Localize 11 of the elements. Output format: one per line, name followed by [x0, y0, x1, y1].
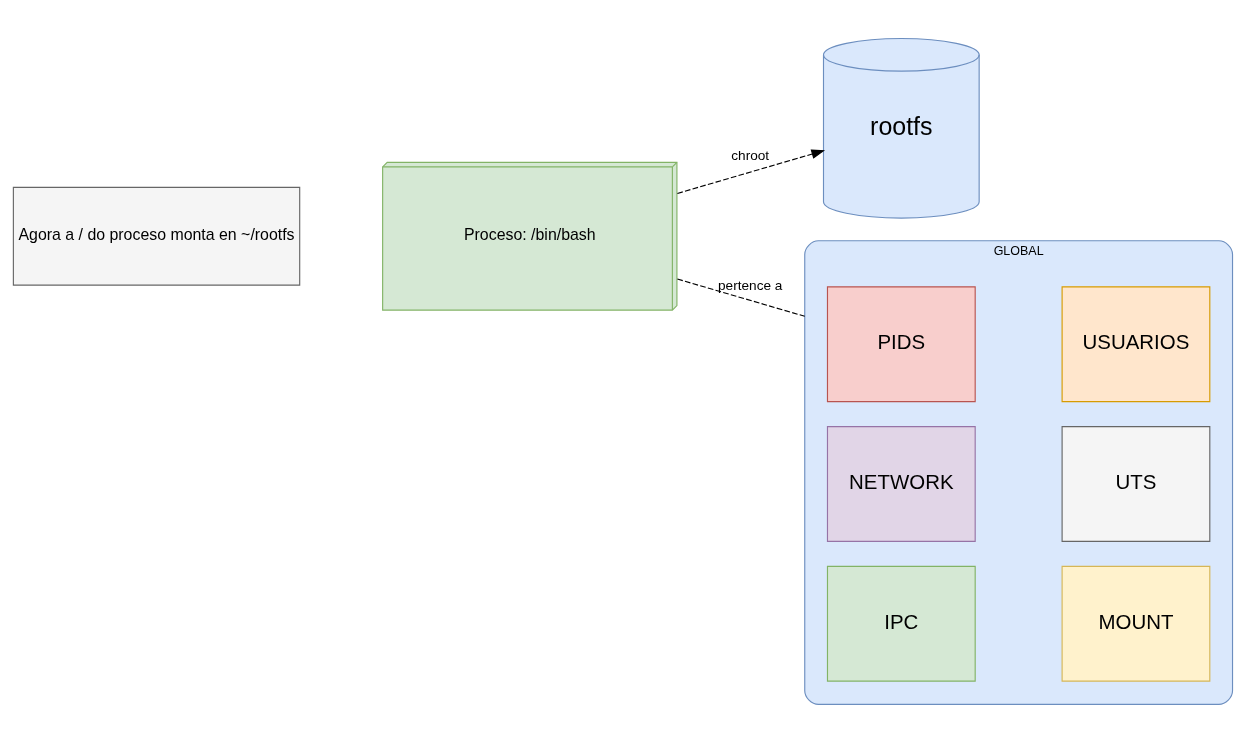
arrow: [676, 149, 826, 194]
node-box: IPC: [826, 565, 976, 682]
node-box: NETWORK: [826, 426, 976, 542]
edge-label: pertence a: [718, 278, 783, 294]
node-box: MOUNT: [1061, 565, 1211, 682]
node-box: Agora a / do proceso monta en ~/rootfs: [12, 186, 301, 286]
connector: [676, 278, 806, 317]
node-box: UTS: [1061, 426, 1211, 542]
node-box: PIDS: [826, 286, 976, 403]
edge-label: chroot: [731, 147, 770, 163]
node-box: USUARIOS: [1061, 286, 1211, 403]
